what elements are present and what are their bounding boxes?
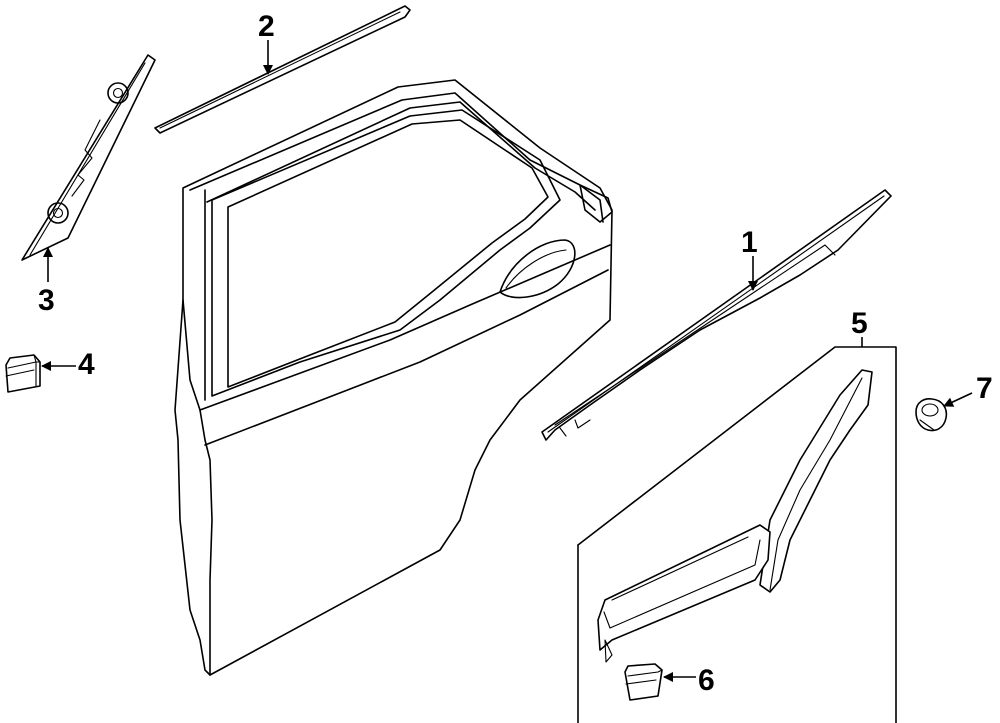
part-2-upper-molding xyxy=(154,5,411,134)
part-3-pillar-applique xyxy=(21,54,156,261)
leaders xyxy=(41,40,973,682)
callout-7: 7 xyxy=(976,372,993,405)
leader-7 xyxy=(943,392,973,407)
part-6-clip xyxy=(624,663,663,701)
callout-4: 4 xyxy=(78,348,95,381)
part-5-molding-box xyxy=(577,346,897,723)
part-4-clip xyxy=(5,354,41,393)
part-1-belt-weatherstrip xyxy=(541,189,892,441)
callout-2: 2 xyxy=(258,10,275,43)
callout-3: 3 xyxy=(38,284,55,317)
callout-6: 6 xyxy=(698,664,715,697)
callout-5: 5 xyxy=(851,307,868,340)
part-7-fastener xyxy=(915,398,948,432)
rear-door-shell xyxy=(174,79,613,676)
callout-1: 1 xyxy=(741,226,758,259)
